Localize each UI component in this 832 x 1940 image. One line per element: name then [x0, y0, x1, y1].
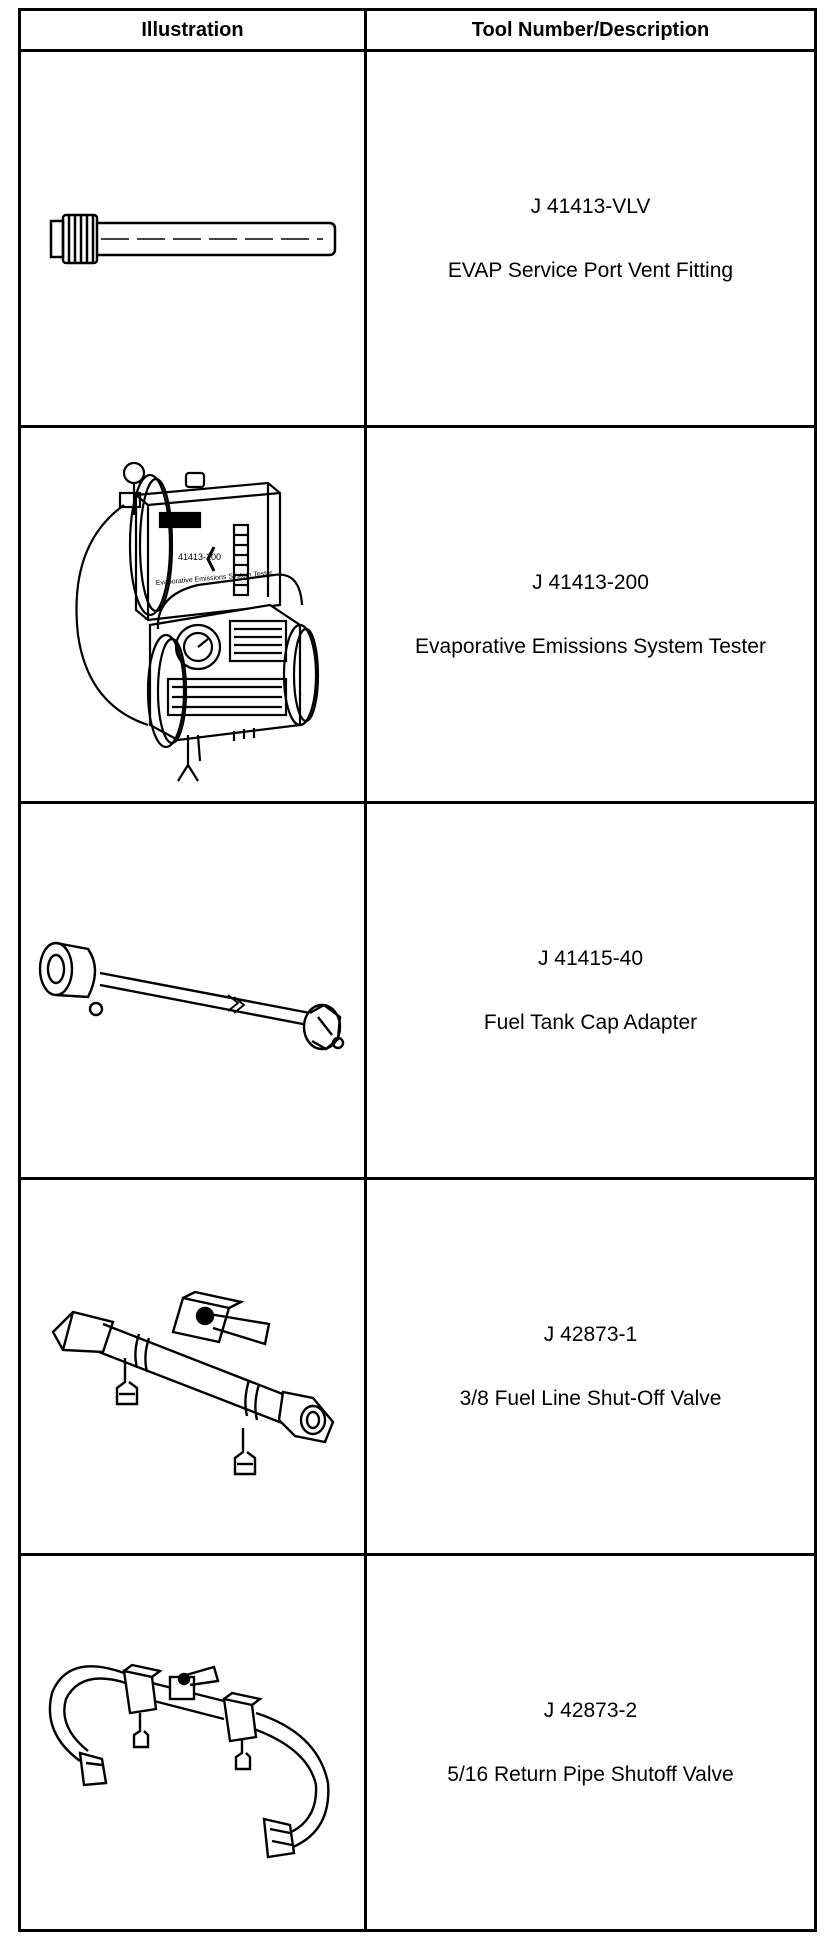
- table-row: J 41413-VLV EVAP Service Port Vent Fitti…: [18, 49, 817, 428]
- tool-number: J 42873-1: [543, 1323, 638, 1347]
- tool-description: Evaporative Emissions System Tester: [415, 634, 766, 658]
- cap-adapter-icon: [38, 941, 344, 1050]
- tool-header: Tool Number/Description: [364, 8, 817, 52]
- tool-number: J 42873-2: [543, 1699, 638, 1723]
- tool-number: J 41415-40: [537, 947, 644, 971]
- tool-description: 5/16 Return Pipe Shutoff Valve: [447, 1762, 734, 1786]
- emissions-tester-icon: 41413-200 Evaporative Emissions System T…: [74, 461, 319, 782]
- tool-description: EVAP Service Port Vent Fitting: [447, 258, 734, 282]
- tool-number: J 41413-200: [532, 571, 649, 595]
- tool-cell: J 41415-40 Fuel Tank Cap Adapter: [364, 801, 817, 1180]
- header-row: Illustration Tool Number/Description: [18, 8, 817, 52]
- illustration-cell: 41413-200 Evaporative Emissions System T…: [18, 425, 367, 804]
- tool-number: J 41413-VLV: [530, 195, 651, 219]
- device-model-label: 41413-200: [178, 552, 221, 562]
- shutoff-valve-icon: [51, 1290, 334, 1475]
- vent-fitting-icon: [49, 213, 336, 264]
- tool-cell: J 41413-VLV EVAP Service Port Vent Fitti…: [364, 49, 817, 428]
- illustration-cell: [18, 1177, 367, 1556]
- tool-description: Fuel Tank Cap Adapter: [483, 1010, 698, 1034]
- table-row: J 41415-40 Fuel Tank Cap Adapter: [18, 801, 817, 1180]
- table-row: 41413-200 Evaporative Emissions System T…: [18, 425, 817, 804]
- illustration-header: Illustration: [18, 8, 367, 52]
- return-valve-icon: [48, 1663, 330, 1858]
- illustration-cell: [18, 1553, 367, 1932]
- table-row: J 42873-1 3/8 Fuel Line Shut-Off Valve: [18, 1177, 817, 1556]
- tool-cell: J 41413-200 Evaporative Emissions System…: [364, 425, 817, 804]
- table-row: J 42873-2 5/16 Return Pipe Shutoff Valve: [18, 1553, 817, 1932]
- special-tools-table: Illustration Tool Number/Description: [18, 8, 817, 1932]
- illustration-cell: [18, 49, 367, 428]
- tool-cell: J 42873-1 3/8 Fuel Line Shut-Off Valve: [364, 1177, 817, 1556]
- tool-description: 3/8 Fuel Line Shut-Off Valve: [459, 1386, 722, 1410]
- tool-cell: J 42873-2 5/16 Return Pipe Shutoff Valve: [364, 1553, 817, 1932]
- illustration-cell: [18, 801, 367, 1180]
